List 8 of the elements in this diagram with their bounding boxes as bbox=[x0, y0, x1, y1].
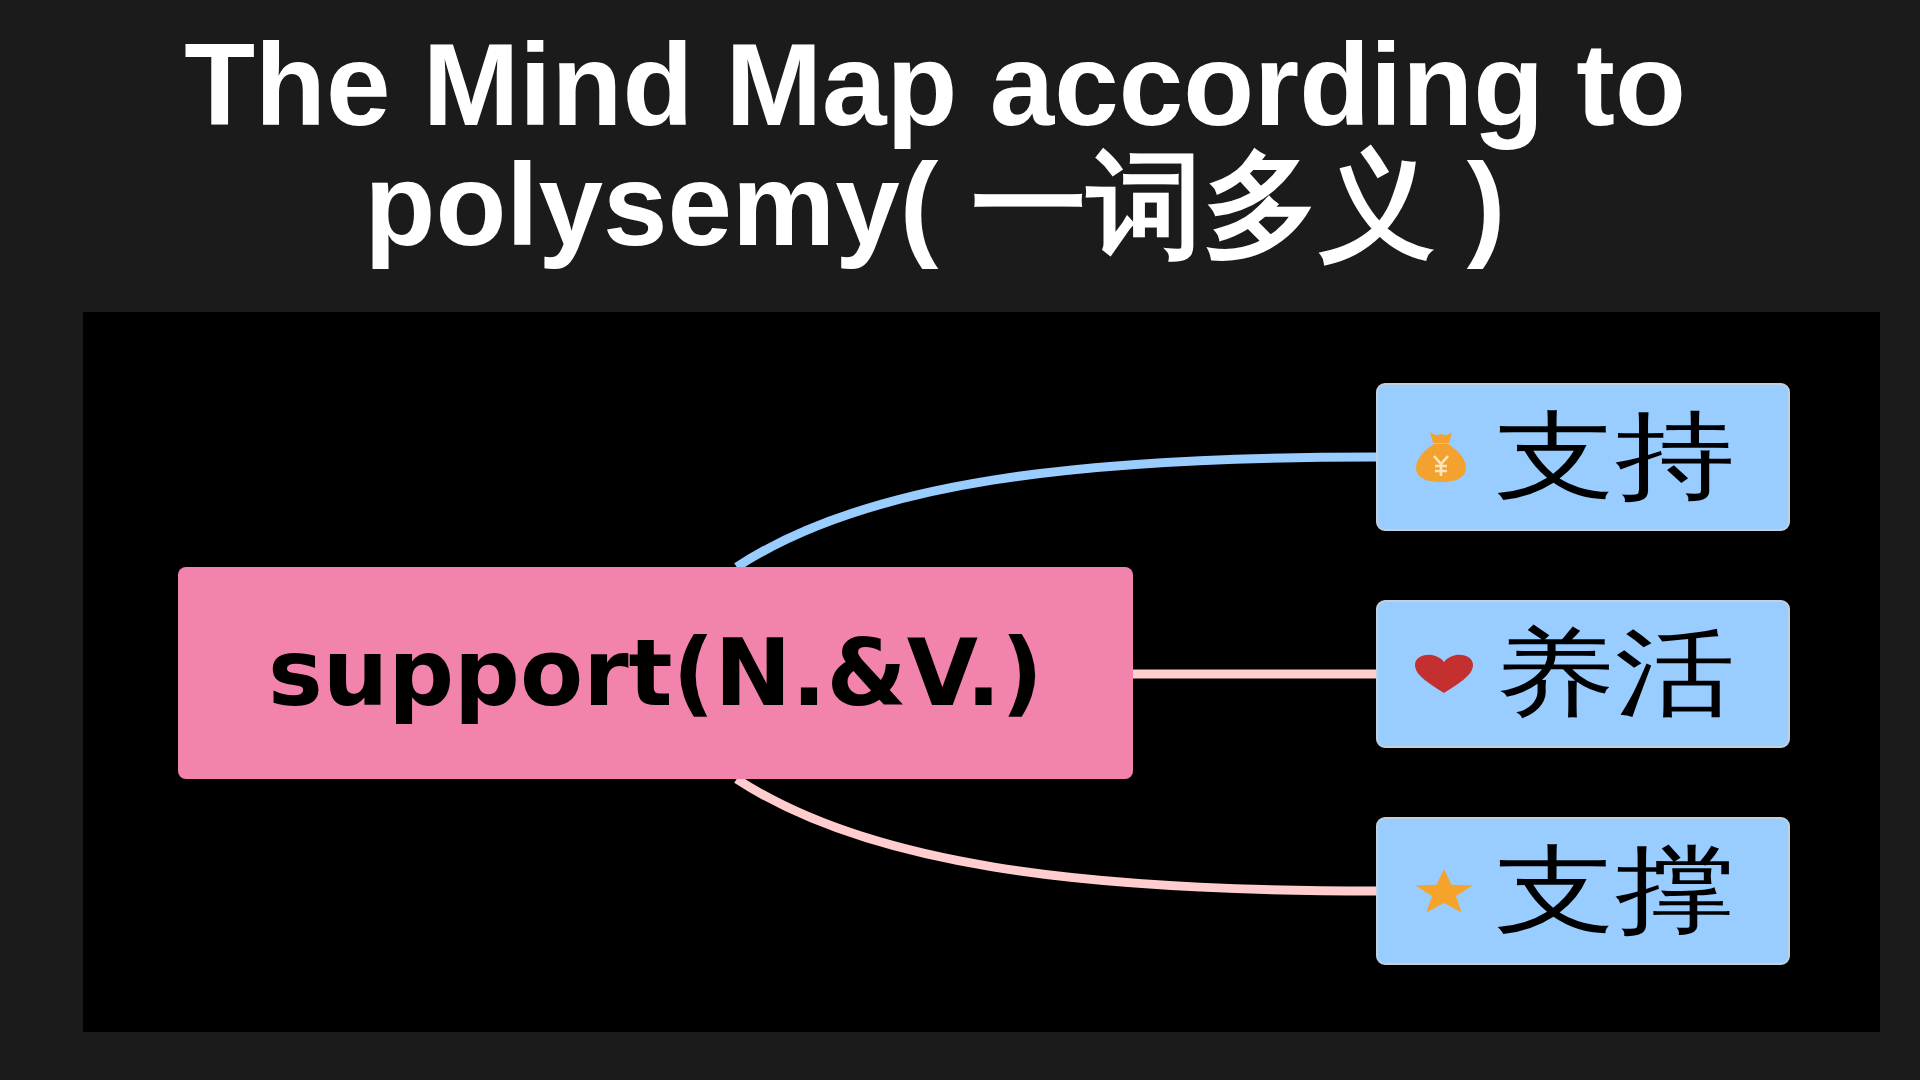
subtopic-box bbox=[1376, 600, 1790, 748]
subtopic-box bbox=[1376, 383, 1790, 531]
subtopic-text: 养活 bbox=[1495, 621, 1735, 727]
connector-line bbox=[1133, 669, 1376, 679]
topic-box: support(N.&V.) bbox=[178, 567, 1133, 779]
subtopic-box bbox=[1376, 817, 1790, 965]
subtopic-text: 支持 bbox=[1495, 404, 1735, 510]
subtopic-text: 支撑 bbox=[1495, 838, 1735, 944]
